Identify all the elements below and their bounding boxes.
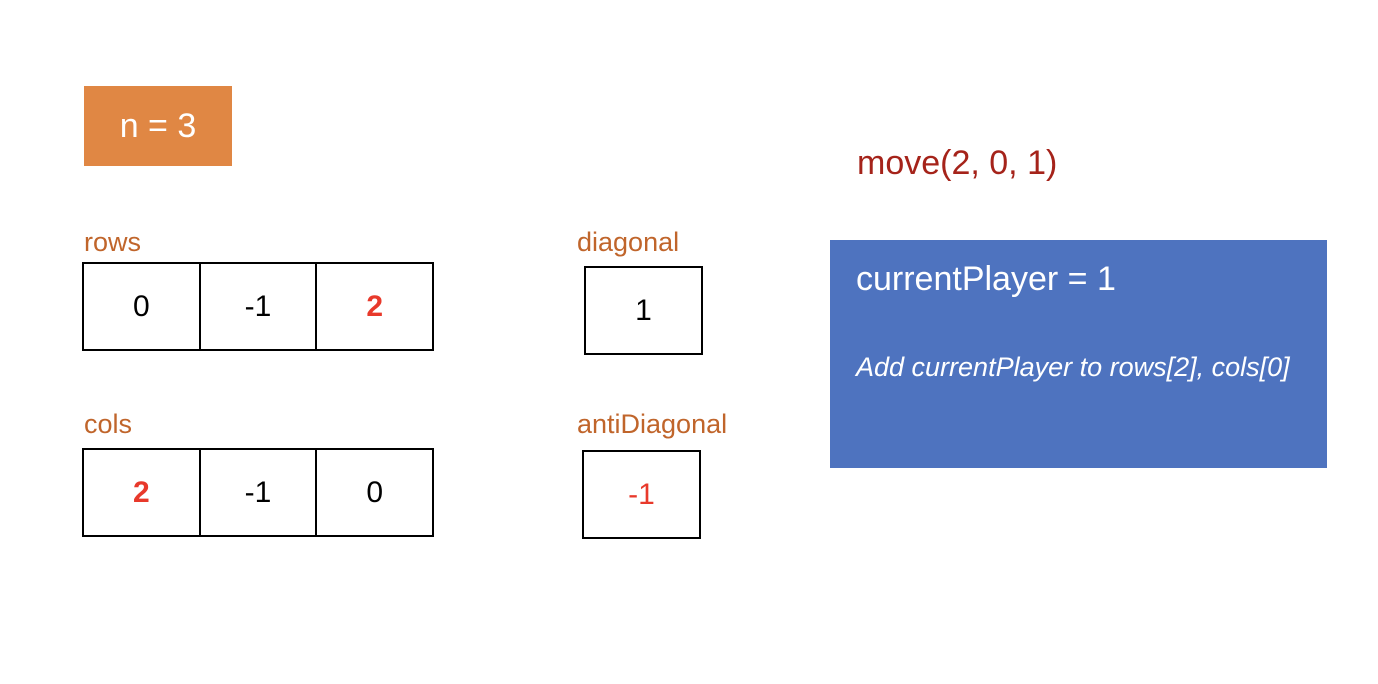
rows-cell-2: 2	[366, 289, 384, 323]
rows-array: 0 -1 2	[82, 262, 434, 351]
diagonal-cell: 1	[584, 266, 703, 355]
cols-label: cols	[84, 409, 133, 439]
anti-diagonal-cell: -1	[582, 450, 701, 539]
n-value-box: n = 3	[84, 86, 232, 166]
cols-array: 2 -1 0	[82, 448, 434, 537]
current-player-title: currentPlayer = 1	[856, 260, 1116, 298]
rows-cell-1: -1	[201, 264, 318, 349]
anti-diagonal-label: antiDiagonal	[577, 409, 728, 439]
move-call-title: move(2, 0, 1)	[857, 144, 1058, 182]
cols-cell-2: 0	[366, 475, 384, 509]
current-player-description: Add currentPlayer to rows[2], cols[0]	[856, 352, 1290, 382]
rows-cell-0: 0	[84, 264, 201, 349]
diagonal-label: diagonal	[577, 227, 680, 257]
cols-cell-1: -1	[201, 450, 318, 535]
cols-cell-0: 2	[84, 450, 201, 535]
rows-label: rows	[84, 227, 142, 257]
current-player-info-box: currentPlayer = 1 Add currentPlayer to r…	[830, 240, 1327, 468]
n-value-label: n = 3	[119, 106, 197, 145]
